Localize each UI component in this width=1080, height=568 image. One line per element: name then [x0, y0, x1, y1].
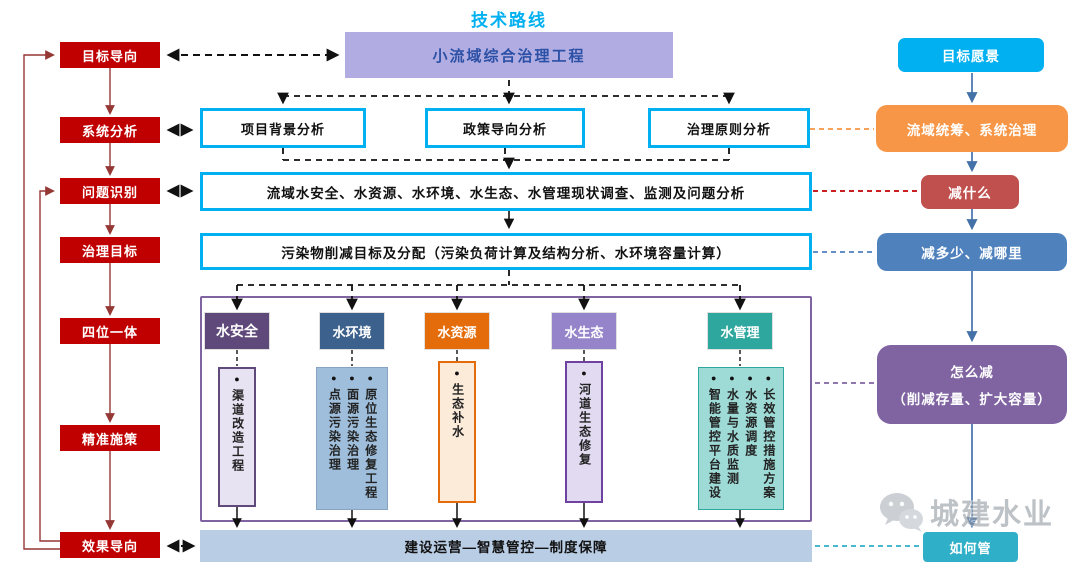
right-reduce-howmuch-where: 减多少、减哪里 [877, 233, 1067, 271]
step-system-analysis: 系统分析 [60, 117, 160, 143]
step-result-oriented: 效果导向 [60, 532, 160, 558]
bullet-icon: ● [331, 373, 337, 383]
measure-item: 渠道改造工程 [230, 389, 245, 473]
header-water-safety: 水安全 [204, 312, 270, 350]
bullet-icon: ● [349, 373, 355, 383]
box-reduction-target: 污染物削减目标及分配（污染负荷计算及结构分析、水环境容量计算） [200, 233, 812, 270]
measures-water-environment: ● 原位生态修复工程 ● 面源污染治理 ● 点源污染治理 [316, 367, 388, 510]
right-reduce-what: 减什么 [921, 175, 1019, 209]
bullet-icon: ● [581, 368, 587, 378]
bullet-icon: ● [234, 374, 240, 384]
step-precise-measures: 精准施策 [60, 425, 160, 451]
measure-item: 河道生态修复 [577, 383, 592, 467]
measure-item: 水量与水质监测 [725, 388, 740, 486]
measure-item: 原位生态修复工程 [363, 388, 378, 500]
header-water-resources: 水资源 [424, 312, 490, 350]
box-policy-analysis: 政策导向分析 [425, 108, 585, 148]
how-to-reduce-line2: （削减存量、扩大容量） [892, 392, 1052, 407]
header-water-environment: 水环境 [319, 312, 385, 350]
bullet-icon: ● [747, 373, 753, 383]
how-to-reduce-line1: 怎么减 [950, 365, 994, 380]
measure-item: 点源污染治理 [327, 388, 342, 472]
bullet-icon: ● [729, 373, 735, 383]
measure-item: 智能管控平台建设 [707, 388, 722, 500]
measures-water-management: ● 长效管控措施方案 ● 水资源调度 ● 水量与水质监测 ● 智能管控平台建设 [698, 367, 784, 510]
bullet-icon: ● [711, 373, 717, 383]
measures-water-safety: ● 渠道改造工程 [218, 367, 256, 507]
right-goal-vision: 目标愿景 [898, 38, 1044, 72]
step-treatment-target: 治理目标 [60, 237, 160, 263]
main-project-box: 小流域综合治理工程 [345, 32, 673, 78]
bullet-icon: ● [765, 373, 771, 383]
watermark: 城建水业 [878, 490, 1078, 534]
measures-water-ecology: ● 河道生态修复 [565, 361, 603, 503]
bullet-icon: ● [367, 373, 373, 383]
step-goal-oriented: 目标导向 [60, 42, 160, 68]
right-how-to-manage: 如何管 [923, 532, 1018, 562]
measure-item: 面源污染治理 [345, 388, 360, 472]
box-principle-analysis: 治理原则分析 [648, 108, 810, 148]
header-water-ecology: 水生态 [551, 312, 617, 350]
header-water-management: 水管理 [707, 312, 773, 350]
measure-item: 水资源调度 [743, 388, 758, 458]
page-title: 技术路线 [471, 11, 547, 30]
box-background-analysis: 项目背景分析 [200, 108, 366, 148]
right-basin-coordination: 流域统筹、系统治理 [876, 105, 1068, 152]
measure-item: 生态补水 [450, 383, 465, 439]
box-status-survey: 流域水安全、水资源、水环境、水生态、水管理现状调查、监测及问题分析 [200, 172, 812, 211]
step-problem-identify: 问题识别 [60, 178, 160, 204]
wechat-icon [880, 493, 923, 532]
bottom-operation-bar: 建设运营—智慧管控—制度保障 [200, 530, 812, 562]
right-how-to-reduce: 怎么减 （削减存量、扩大容量） [877, 345, 1067, 424]
step-four-in-one: 四位一体 [60, 318, 160, 344]
measure-item: 长效管控措施方案 [761, 388, 776, 500]
bullet-icon: ● [454, 368, 460, 378]
measures-water-resources: ● 生态补水 [438, 361, 476, 503]
watermark-text: 城建水业 [930, 499, 1055, 531]
four-in-one-container [200, 296, 812, 522]
